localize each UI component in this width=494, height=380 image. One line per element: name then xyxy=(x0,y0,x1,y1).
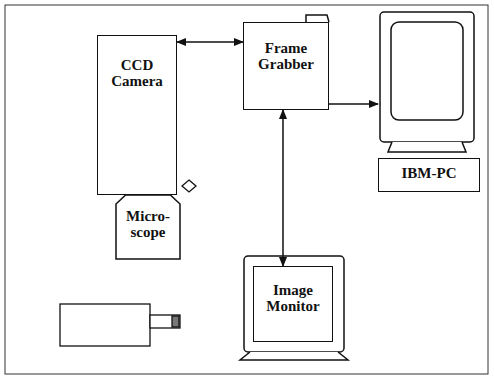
card-tab xyxy=(306,15,329,22)
node-label: Micro- scope xyxy=(113,209,183,241)
microscope-box: Micro- scope xyxy=(108,195,188,259)
frame-border xyxy=(5,5,488,374)
connector-arrow xyxy=(282,110,284,266)
pc-monitor xyxy=(380,12,474,152)
node-label: CCD Camera xyxy=(103,58,171,90)
card-box: Frame Grabber xyxy=(243,22,329,110)
monitor-box: Image Monitor xyxy=(253,266,333,342)
node-label: Frame Grabber xyxy=(249,41,323,73)
camera-module xyxy=(60,304,180,346)
camera-box: CCD Camera xyxy=(97,35,177,195)
connector-arrow xyxy=(329,103,378,105)
connector-arrow xyxy=(177,41,243,43)
computer-box: IBM-PC xyxy=(378,158,480,192)
focus-knob xyxy=(182,180,196,192)
node-label: IBM-PC xyxy=(402,166,457,182)
image-monitor-housing xyxy=(240,256,348,360)
node-label: Image Monitor xyxy=(259,283,327,315)
